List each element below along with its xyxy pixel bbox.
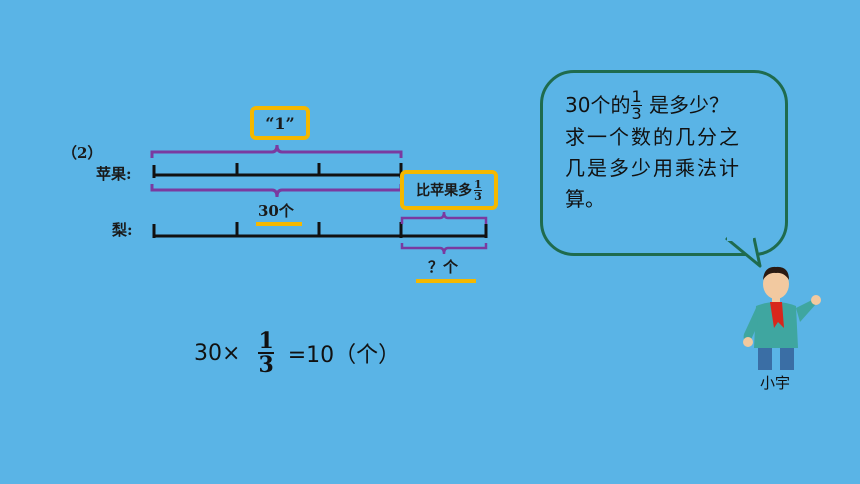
apple-row-label: 苹果: xyxy=(96,165,132,183)
equation-left: 30× xyxy=(194,340,241,366)
pear-row-label: 梨: xyxy=(112,221,133,239)
bottom-brace xyxy=(150,184,403,198)
question-amount-label: ？个 xyxy=(428,258,459,276)
equation-fraction-numerator: 1 xyxy=(258,328,274,354)
equation-fraction: 1 3 xyxy=(258,328,274,378)
compare-box: 比苹果多 1 3 xyxy=(400,170,498,210)
character-name: 小宇 xyxy=(760,374,791,392)
compare-fraction-numerator: 1 xyxy=(474,177,482,191)
extra-brace xyxy=(400,211,488,224)
equation: 30× 1 3 =10（个） xyxy=(194,330,400,376)
apple-line xyxy=(152,163,403,178)
speech-bubble-tail xyxy=(725,236,762,268)
compare-fraction-denominator: 3 xyxy=(474,189,482,203)
bubble-line-2: 求一个数的几分之 xyxy=(565,125,741,149)
bubble-line-1: 30个的 1 3 是多少？ xyxy=(565,89,775,122)
pear-line xyxy=(152,222,488,238)
bubble-line-3: 几是多少用乘法计 xyxy=(565,156,741,180)
bubble-fraction-numerator: 1 xyxy=(631,87,642,106)
compare-text: 比苹果多 xyxy=(416,183,473,199)
bubble-fraction-denominator: 3 xyxy=(631,104,642,123)
equation-fraction-denominator: 3 xyxy=(258,352,274,378)
bubble-line-1-suffix: 是多少？ xyxy=(642,93,729,117)
bubble-fraction: 1 3 xyxy=(631,87,642,123)
equation-right: =10（个） xyxy=(287,343,401,368)
apple-amount-label: 30个 xyxy=(258,202,294,220)
top-brace xyxy=(150,144,403,158)
compare-fraction: 1 3 xyxy=(474,179,482,202)
character-xiaoyu-illustration xyxy=(743,266,821,370)
speech-bubble: 30个的 1 3 是多少？ 求一个数的几分之 几是多少用乘法计 算。 xyxy=(540,70,788,256)
problem-number: （2） xyxy=(62,144,103,162)
bubble-line-1-prefix: 30个的 xyxy=(565,93,631,117)
extra-question-brace xyxy=(400,243,488,255)
unit-one-label: “1” xyxy=(265,113,295,133)
bubble-line-4: 算。 xyxy=(565,187,605,211)
unit-one-box: “1” xyxy=(250,106,310,140)
